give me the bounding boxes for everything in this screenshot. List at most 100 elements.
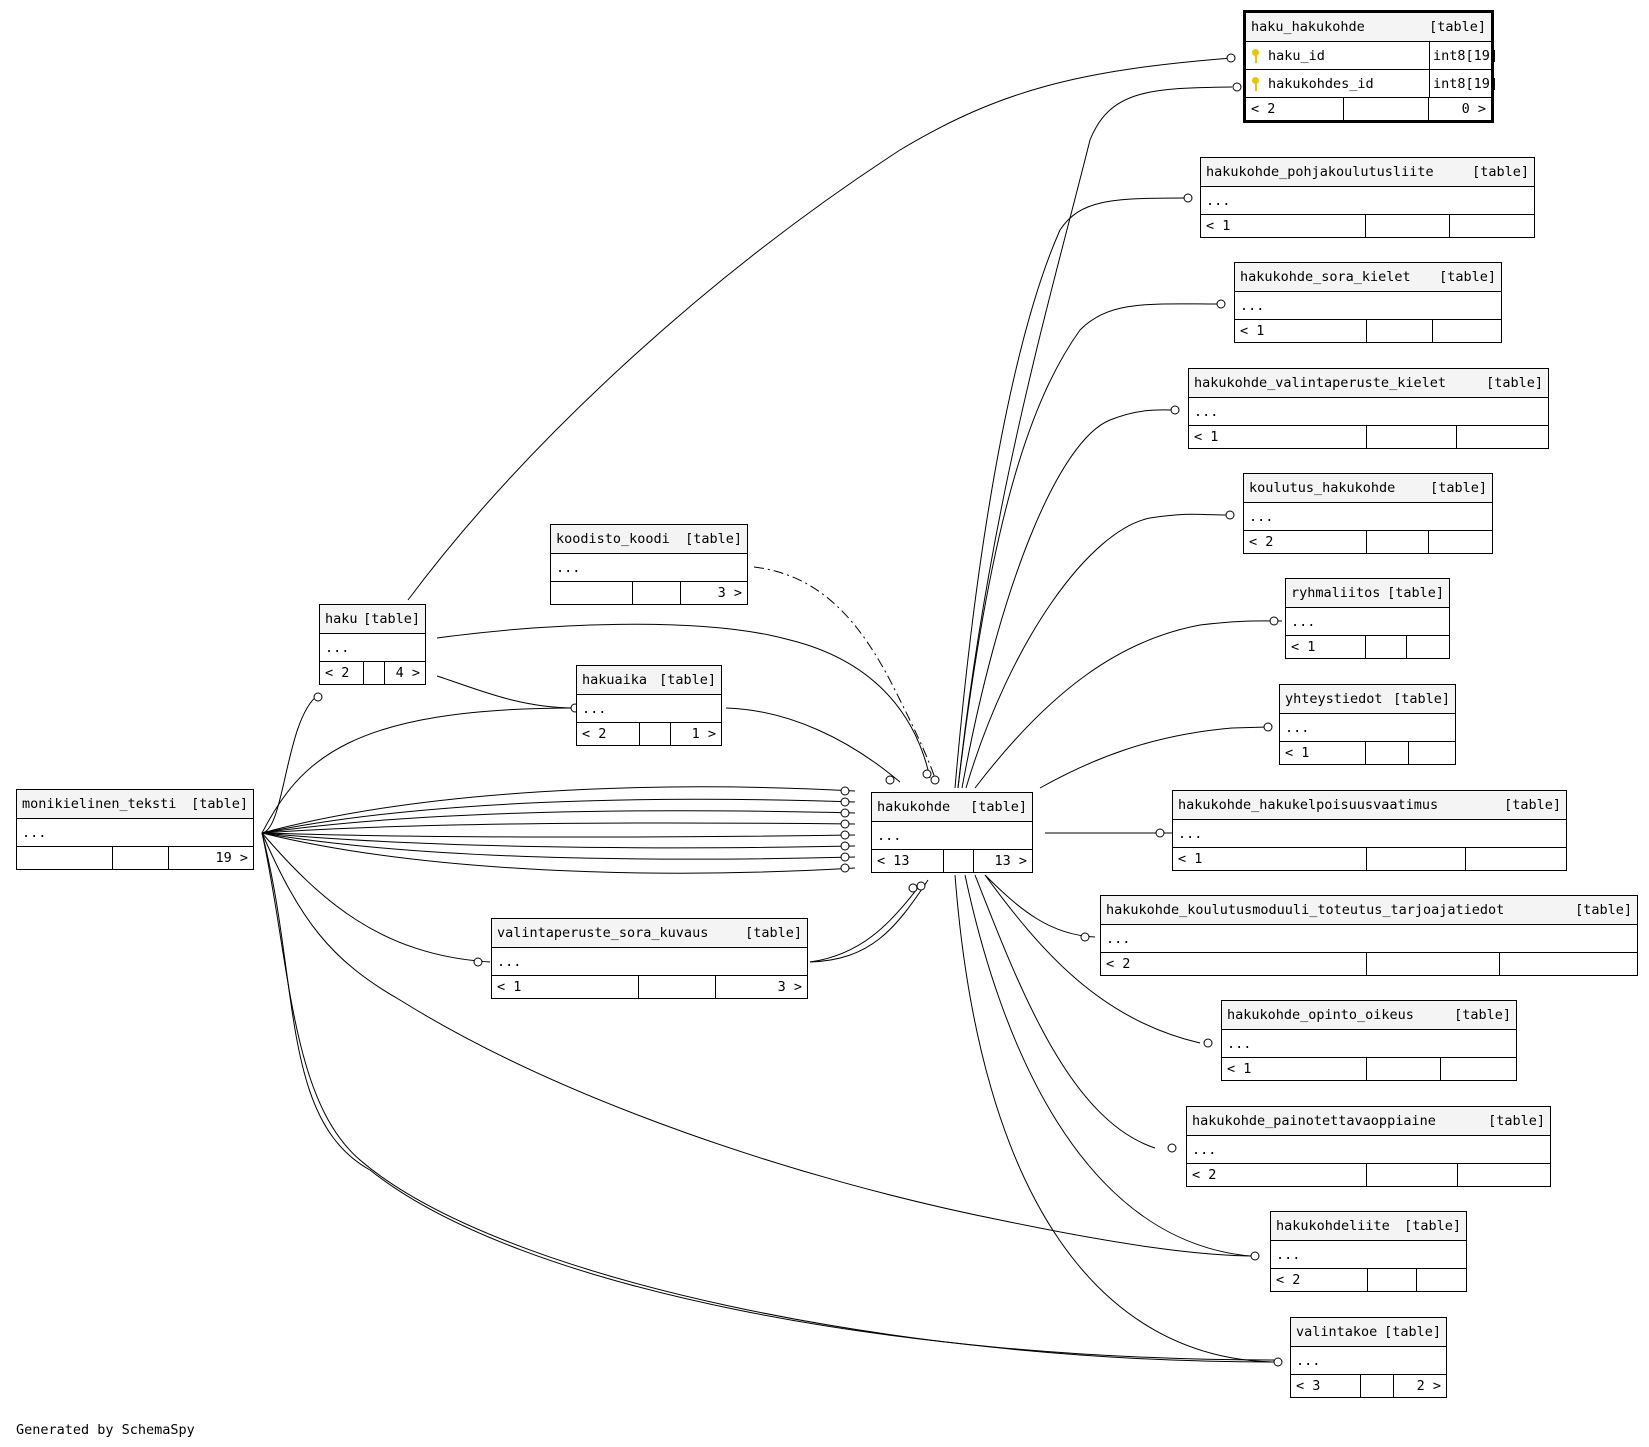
- table-koodisto-koodi[interactable]: koodisto_koodi[table] ... 3 >: [550, 524, 748, 605]
- table-hakukohde-valintaperuste-kielet[interactable]: hakukohde_valintaperuste_kielet[table] .…: [1188, 368, 1549, 449]
- children-count[interactable]: [1500, 953, 1637, 975]
- children-count[interactable]: 19 >: [215, 850, 248, 866]
- table-monikielinen-teksti[interactable]: monikielinen_teksti[table] ... 19 >: [16, 789, 254, 870]
- children-count[interactable]: 1 >: [691, 726, 716, 742]
- table-header: ryhmaliitos[table]: [1286, 579, 1449, 608]
- table-hakukohde-opinto-oikeus[interactable]: hakukohde_opinto_oikeus[table] ... < 1: [1221, 1000, 1517, 1081]
- table-haku[interactable]: haku [table] ... < 2 4 >: [319, 604, 426, 685]
- column-type: int8[19]: [1429, 70, 1498, 97]
- children-count[interactable]: 3 >: [717, 585, 742, 601]
- table-tag: [table]: [1486, 375, 1543, 391]
- table-tag: [table]: [970, 799, 1027, 815]
- table-hakukohdeliite[interactable]: hakukohdeliite[table] ... < 2: [1270, 1211, 1467, 1292]
- children-count[interactable]: 3 >: [777, 979, 802, 995]
- table-hakukohde-koulutusmoduuli-toteutus-tarjoajatiedot[interactable]: hakukohde_koulutusmoduuli_toteutus_tarjo…: [1100, 895, 1638, 976]
- table-footer: 19 >: [17, 847, 253, 869]
- table-name: hakukohde_opinto_oikeus: [1227, 1007, 1414, 1023]
- table-hakukohde-pohjakoulutusliite[interactable]: hakukohde_pohjakoulutusliite[table] ... …: [1200, 157, 1535, 238]
- table-header: hakukohde_pohjakoulutusliite[table]: [1201, 158, 1534, 187]
- children-count[interactable]: 4 >: [395, 665, 420, 681]
- parents-count[interactable]: < 2: [1246, 98, 1344, 120]
- parents-count[interactable]: < 1: [1286, 636, 1366, 658]
- table-header: valintakoe [table]: [1291, 1318, 1446, 1347]
- children-count[interactable]: [1407, 636, 1449, 658]
- parents-count[interactable]: < 1: [1235, 320, 1367, 342]
- parents-count[interactable]: < 1: [1201, 215, 1366, 237]
- table-footer: 3 >: [551, 582, 747, 604]
- parents-count[interactable]: < 2: [1101, 953, 1367, 975]
- children-count[interactable]: [1458, 1164, 1550, 1186]
- parents-count[interactable]: < 2: [577, 723, 640, 745]
- parents-count[interactable]: < 1: [1189, 426, 1367, 448]
- column-name: hakukohdes_id: [1268, 75, 1374, 92]
- table-footer: < 1: [1235, 320, 1501, 342]
- columns-placeholder: ...: [1173, 820, 1566, 848]
- table-tag: [table]: [1387, 585, 1444, 601]
- table-valintaperuste-sora-kuvaus[interactable]: valintaperuste_sora_kuvaus[table] ... < …: [491, 918, 808, 999]
- columns-placeholder: ...: [1201, 187, 1534, 215]
- table-footer: < 13 13 >: [872, 850, 1032, 872]
- parents-count[interactable]: < 1: [1173, 848, 1367, 870]
- table-tag: [table]: [1454, 1007, 1511, 1023]
- table-name: hakukohde_hakukelpoisuusvaatimus: [1178, 797, 1439, 813]
- parents-count[interactable]: < 2: [320, 662, 364, 684]
- table-hakukohde-painotettavaoppiaine[interactable]: hakukohde_painotettavaoppiaine[table] ..…: [1186, 1106, 1551, 1187]
- parents-count[interactable]: < 13: [872, 850, 944, 872]
- table-name: haku: [325, 611, 358, 627]
- children-count[interactable]: [1433, 320, 1501, 342]
- children-count[interactable]: [1417, 1269, 1466, 1291]
- table-koulutus-hakukohde[interactable]: koulutus_hakukohde[table] ... < 2: [1243, 473, 1493, 554]
- table-hakukohde-sora-kielet[interactable]: hakukohde_sora_kielet[table] ... < 1: [1234, 262, 1502, 343]
- table-header: hakukohde_koulutusmoduuli_toteutus_tarjo…: [1101, 896, 1637, 925]
- children-count[interactable]: [1441, 1058, 1516, 1080]
- table-name: valintakoe: [1296, 1324, 1378, 1340]
- table-yhteystiedot[interactable]: yhteystiedot[table] ... < 1: [1279, 684, 1456, 765]
- parents-count[interactable]: < 1: [492, 976, 639, 998]
- table-name: hakukohde_koulutusmoduuli_toteutus_tarjo…: [1106, 902, 1505, 918]
- table-header: monikielinen_teksti[table]: [17, 790, 253, 819]
- table-tag: [table]: [745, 925, 802, 941]
- parents-count[interactable]: < 1: [1280, 742, 1366, 764]
- columns-placeholder: ...: [1244, 503, 1492, 531]
- table-footer: < 2 0 >: [1246, 98, 1491, 120]
- table-header: hakukohde_valintaperuste_kielet [table]: [1189, 369, 1548, 398]
- children-count[interactable]: 0 >: [1461, 101, 1486, 117]
- children-count[interactable]: [1450, 215, 1534, 237]
- parents-count[interactable]: [551, 582, 633, 604]
- table-tag: [table]: [1384, 1324, 1441, 1340]
- parents-count[interactable]: [17, 847, 113, 869]
- columns-placeholder: ...: [551, 554, 747, 582]
- table-tag: [table]: [363, 611, 420, 627]
- table-tag: [table]: [1404, 1218, 1461, 1234]
- parents-count[interactable]: < 2: [1187, 1164, 1367, 1186]
- children-count[interactable]: 2 >: [1416, 1378, 1441, 1394]
- parents-count[interactable]: < 2: [1271, 1269, 1368, 1291]
- table-tag: [table]: [1429, 19, 1486, 35]
- table-footer: < 2: [1271, 1269, 1466, 1291]
- table-name: hakuaika: [582, 672, 648, 688]
- table-name: hakukohde_valintaperuste_kielet: [1194, 375, 1446, 391]
- table-hakukohde-hakukelpoisuusvaatimus[interactable]: hakukohde_hakukelpoisuusvaatimus[table] …: [1172, 790, 1567, 871]
- parents-count[interactable]: < 3: [1291, 1375, 1361, 1397]
- table-header: hakukohde_hakukelpoisuusvaatimus[table]: [1173, 791, 1566, 820]
- children-count[interactable]: [1409, 742, 1455, 764]
- children-count[interactable]: [1466, 848, 1566, 870]
- children-count[interactable]: [1457, 426, 1548, 448]
- children-count[interactable]: 13 >: [994, 853, 1027, 869]
- table-tag: [table]: [1488, 1113, 1545, 1129]
- table-ryhmaliitos[interactable]: ryhmaliitos[table] ... < 1: [1285, 578, 1450, 659]
- columns-placeholder: ...: [320, 634, 425, 662]
- table-tag: [table]: [659, 672, 716, 688]
- table-footer: < 2 1 >: [577, 723, 721, 745]
- children-count[interactable]: [1429, 531, 1492, 553]
- parents-count[interactable]: < 1: [1222, 1058, 1367, 1080]
- table-name: yhteystiedot: [1285, 691, 1383, 707]
- parents-count[interactable]: < 2: [1244, 531, 1367, 553]
- column-row[interactable]: hakukohdes_id int8[19]: [1246, 70, 1498, 98]
- table-header: hakukohde_opinto_oikeus [table]: [1222, 1001, 1516, 1030]
